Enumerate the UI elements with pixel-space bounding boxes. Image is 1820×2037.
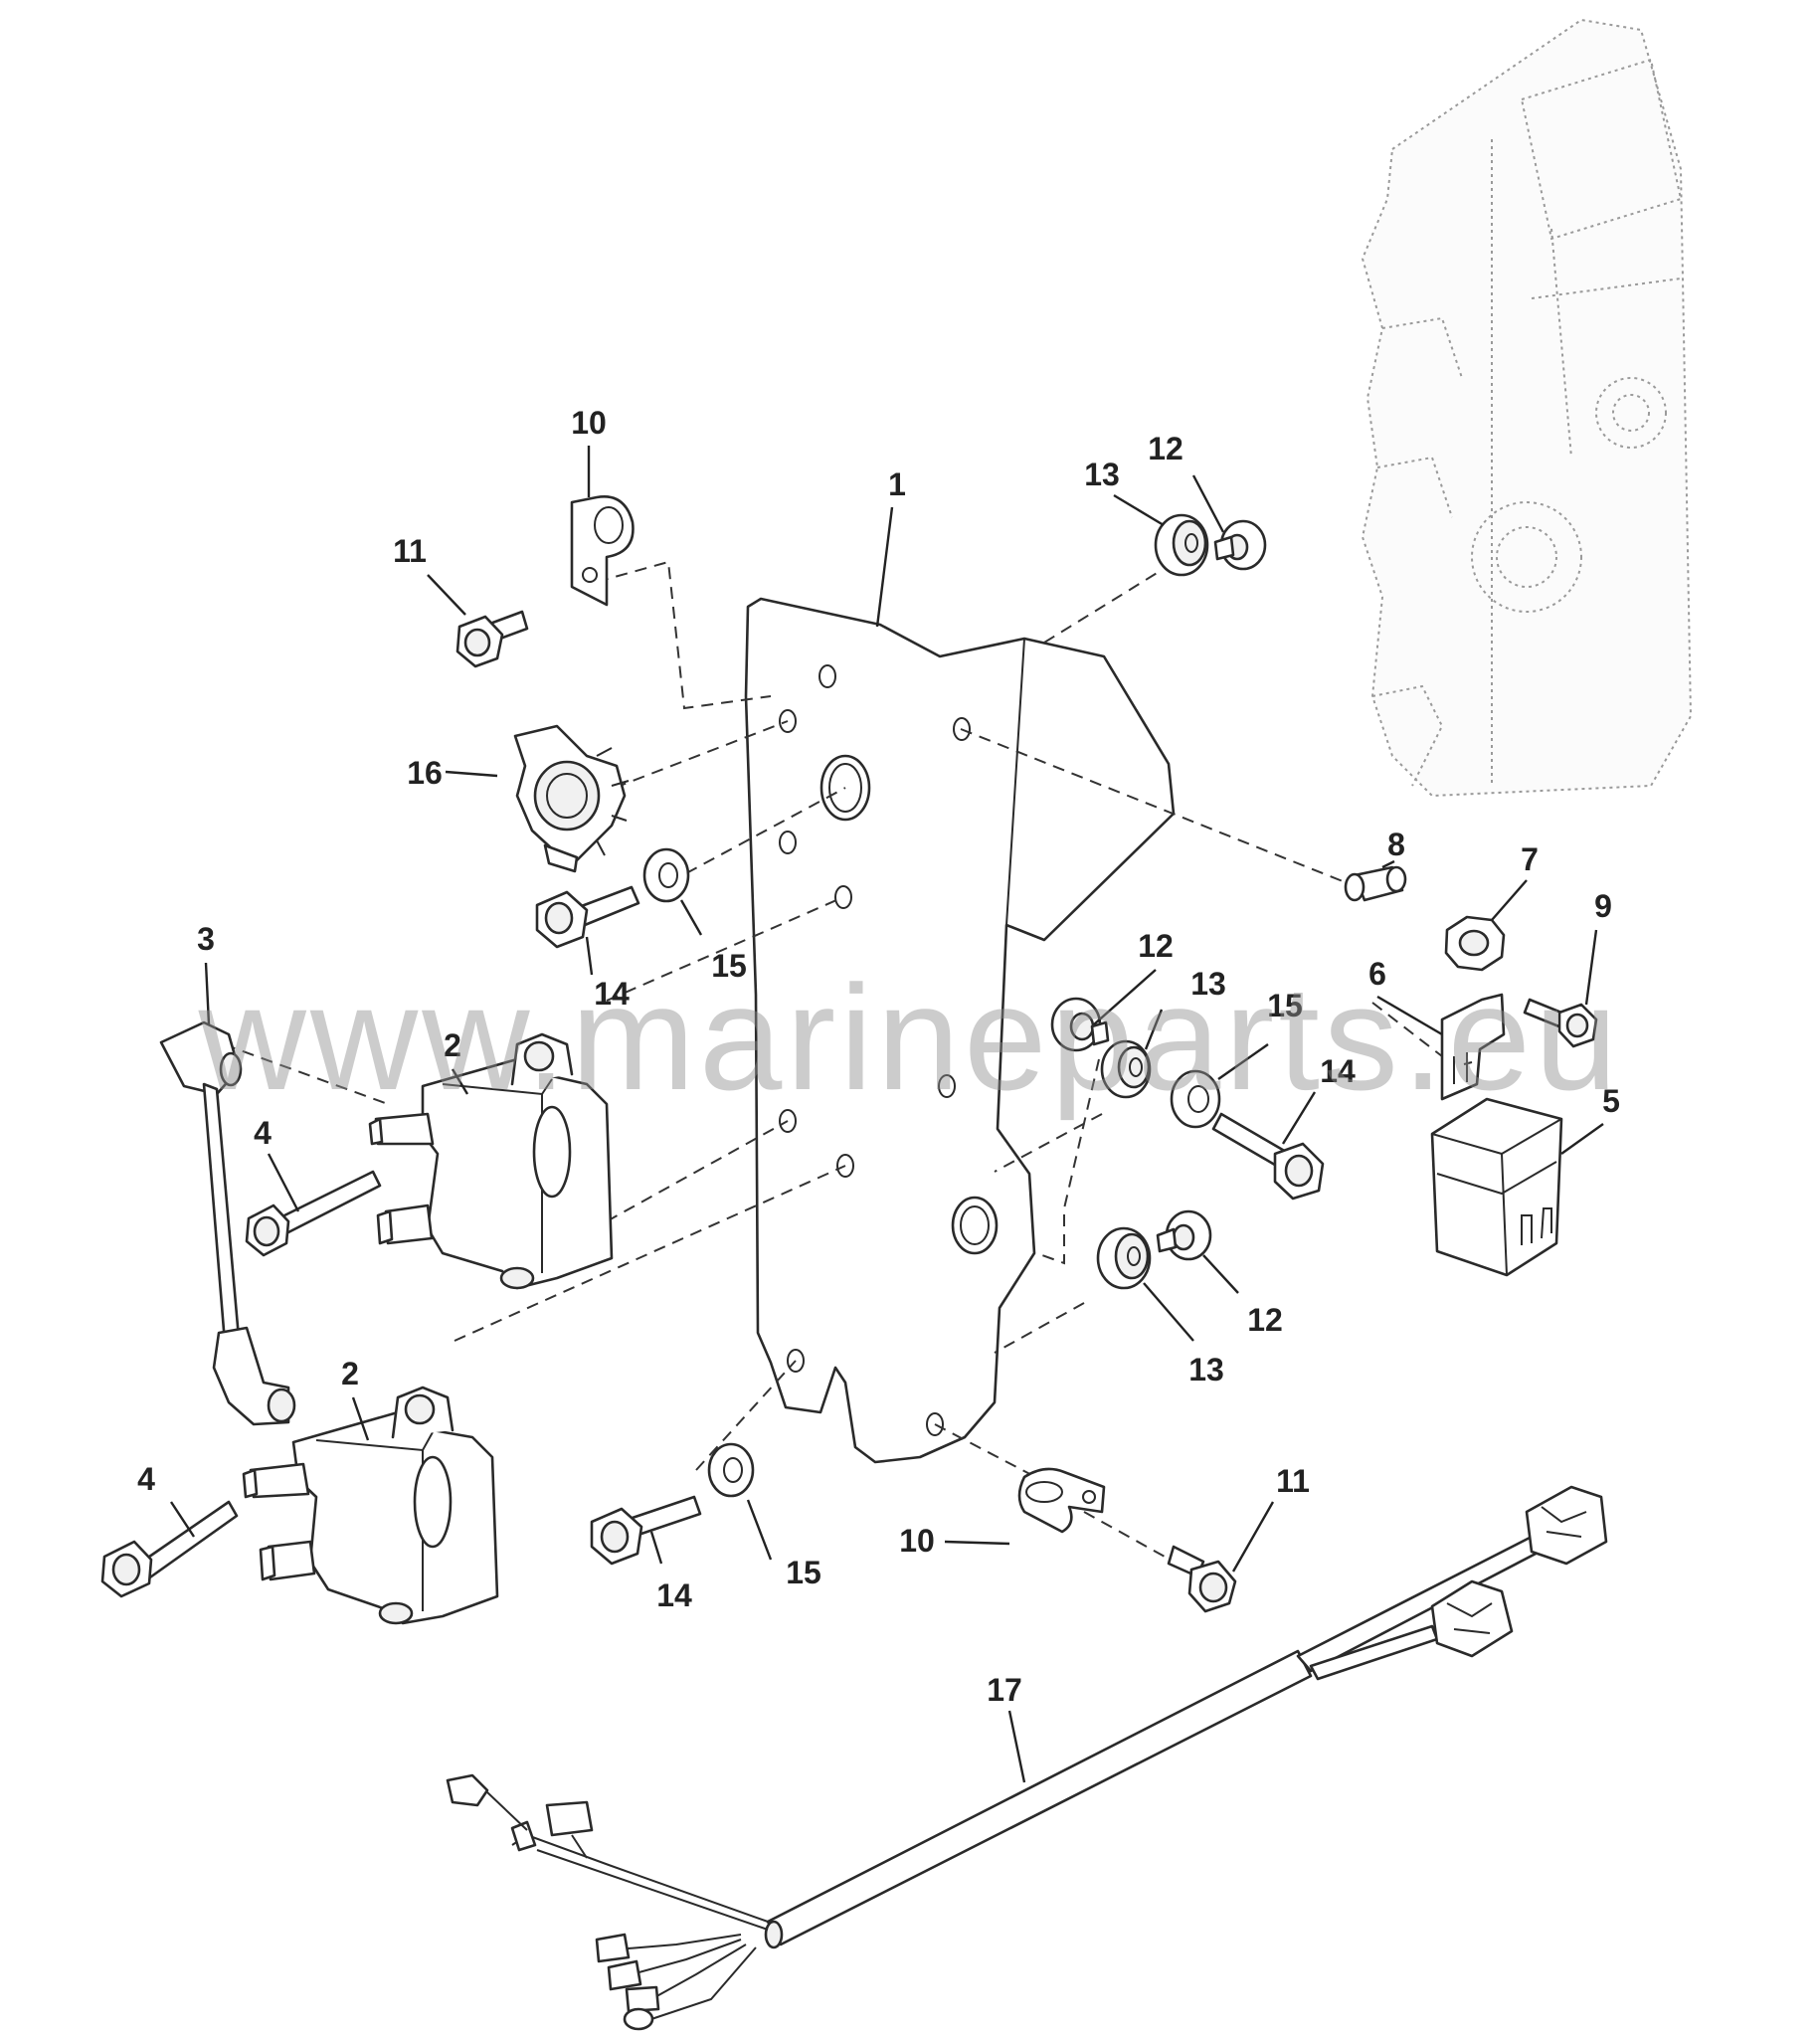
- callout-13-middle: 13: [1190, 966, 1226, 1002]
- washer-part-15-middle: [1170, 1069, 1221, 1129]
- relay-part-5: [1430, 1097, 1563, 1277]
- callout-14-lower: 14: [656, 1577, 692, 1613]
- callout-3: 3: [197, 921, 215, 957]
- grommet-part-13-top: [1154, 513, 1209, 577]
- long-bolt-upper-part-4: [245, 1170, 382, 1257]
- callout-12-lower: 12: [1247, 1302, 1283, 1338]
- flange-bolt-upper-part-11: [455, 610, 529, 668]
- screw-part-9: [1523, 998, 1598, 1048]
- callout-15-lower: 15: [786, 1555, 821, 1590]
- bolt-part-14-lower: [590, 1495, 702, 1566]
- callout-13-lower: 13: [1188, 1352, 1224, 1388]
- engine-block-outline: [1361, 18, 1693, 798]
- sensor-part-16: [513, 724, 630, 873]
- callout-2-upper: 2: [444, 1027, 461, 1063]
- washer-part-15-upper: [642, 847, 690, 903]
- assembly-lines: [223, 560, 1443, 1563]
- callout-10-lower: 10: [899, 1523, 935, 1559]
- pin-part-8: [1344, 865, 1407, 902]
- screw-part-12-top: [1213, 519, 1267, 571]
- callout-16: 16: [407, 755, 443, 791]
- callout-7: 7: [1521, 841, 1539, 877]
- washer-part-15-lower: [707, 1442, 755, 1498]
- wiring-harness-part-17: [446, 1485, 1608, 2031]
- callout-15-upper: 15: [711, 948, 747, 984]
- callout-8: 8: [1387, 827, 1405, 862]
- p-clip-lower-part-10: [1017, 1467, 1106, 1534]
- callout-1: 1: [888, 466, 906, 502]
- callout-9: 9: [1594, 888, 1612, 924]
- callout-13-top: 13: [1084, 457, 1120, 492]
- callout-15-middle: 15: [1267, 988, 1303, 1023]
- callout-12-middle: 12: [1138, 928, 1174, 964]
- callout-14-right: 14: [1320, 1053, 1356, 1089]
- flange-bolt-lower-part-11: [1167, 1545, 1237, 1613]
- ignition-coil-upper-part-2: [368, 1032, 614, 1290]
- callout-4-upper: 4: [254, 1115, 272, 1151]
- leader-lines: [169, 446, 1604, 1783]
- ignition-coil-lower-part-2: [242, 1386, 499, 1625]
- callout-11-upper: 11: [393, 533, 427, 569]
- screw-part-12-middle: [1050, 997, 1110, 1052]
- callout-2-lower: 2: [341, 1356, 359, 1391]
- grommet-part-13-lower: [1096, 1226, 1152, 1290]
- mounting-plate-part-1: [744, 597, 1176, 1464]
- screw-part-12-lower: [1156, 1209, 1212, 1261]
- nut-part-7: [1444, 915, 1506, 972]
- callout-5: 5: [1602, 1083, 1620, 1119]
- relay-bracket-part-6: [1440, 993, 1506, 1101]
- watermark: www.marineparts.eu: [198, 954, 1622, 1121]
- callout-10-upper: 10: [571, 405, 607, 441]
- p-clip-upper-part-10: [570, 494, 635, 607]
- callout-14-upper: 14: [594, 976, 630, 1012]
- callout-labels: 1 10 11 13 12 16 14 15 3 2 4 8 7 9 6 5 1…: [137, 405, 1620, 1708]
- callout-6: 6: [1368, 956, 1386, 992]
- long-bolt-lower-part-4: [100, 1500, 239, 1598]
- bolt-part-14-right: [1211, 1112, 1325, 1201]
- callout-17: 17: [987, 1672, 1022, 1708]
- grommet-part-13-middle: [1100, 1039, 1152, 1099]
- bolt-part-14-upper: [535, 885, 640, 949]
- callout-11-lower: 11: [1276, 1463, 1310, 1499]
- callout-4-lower: 4: [137, 1461, 155, 1497]
- callout-12-top: 12: [1148, 431, 1183, 466]
- spark-plug-lead-part-3: [159, 1020, 296, 1426]
